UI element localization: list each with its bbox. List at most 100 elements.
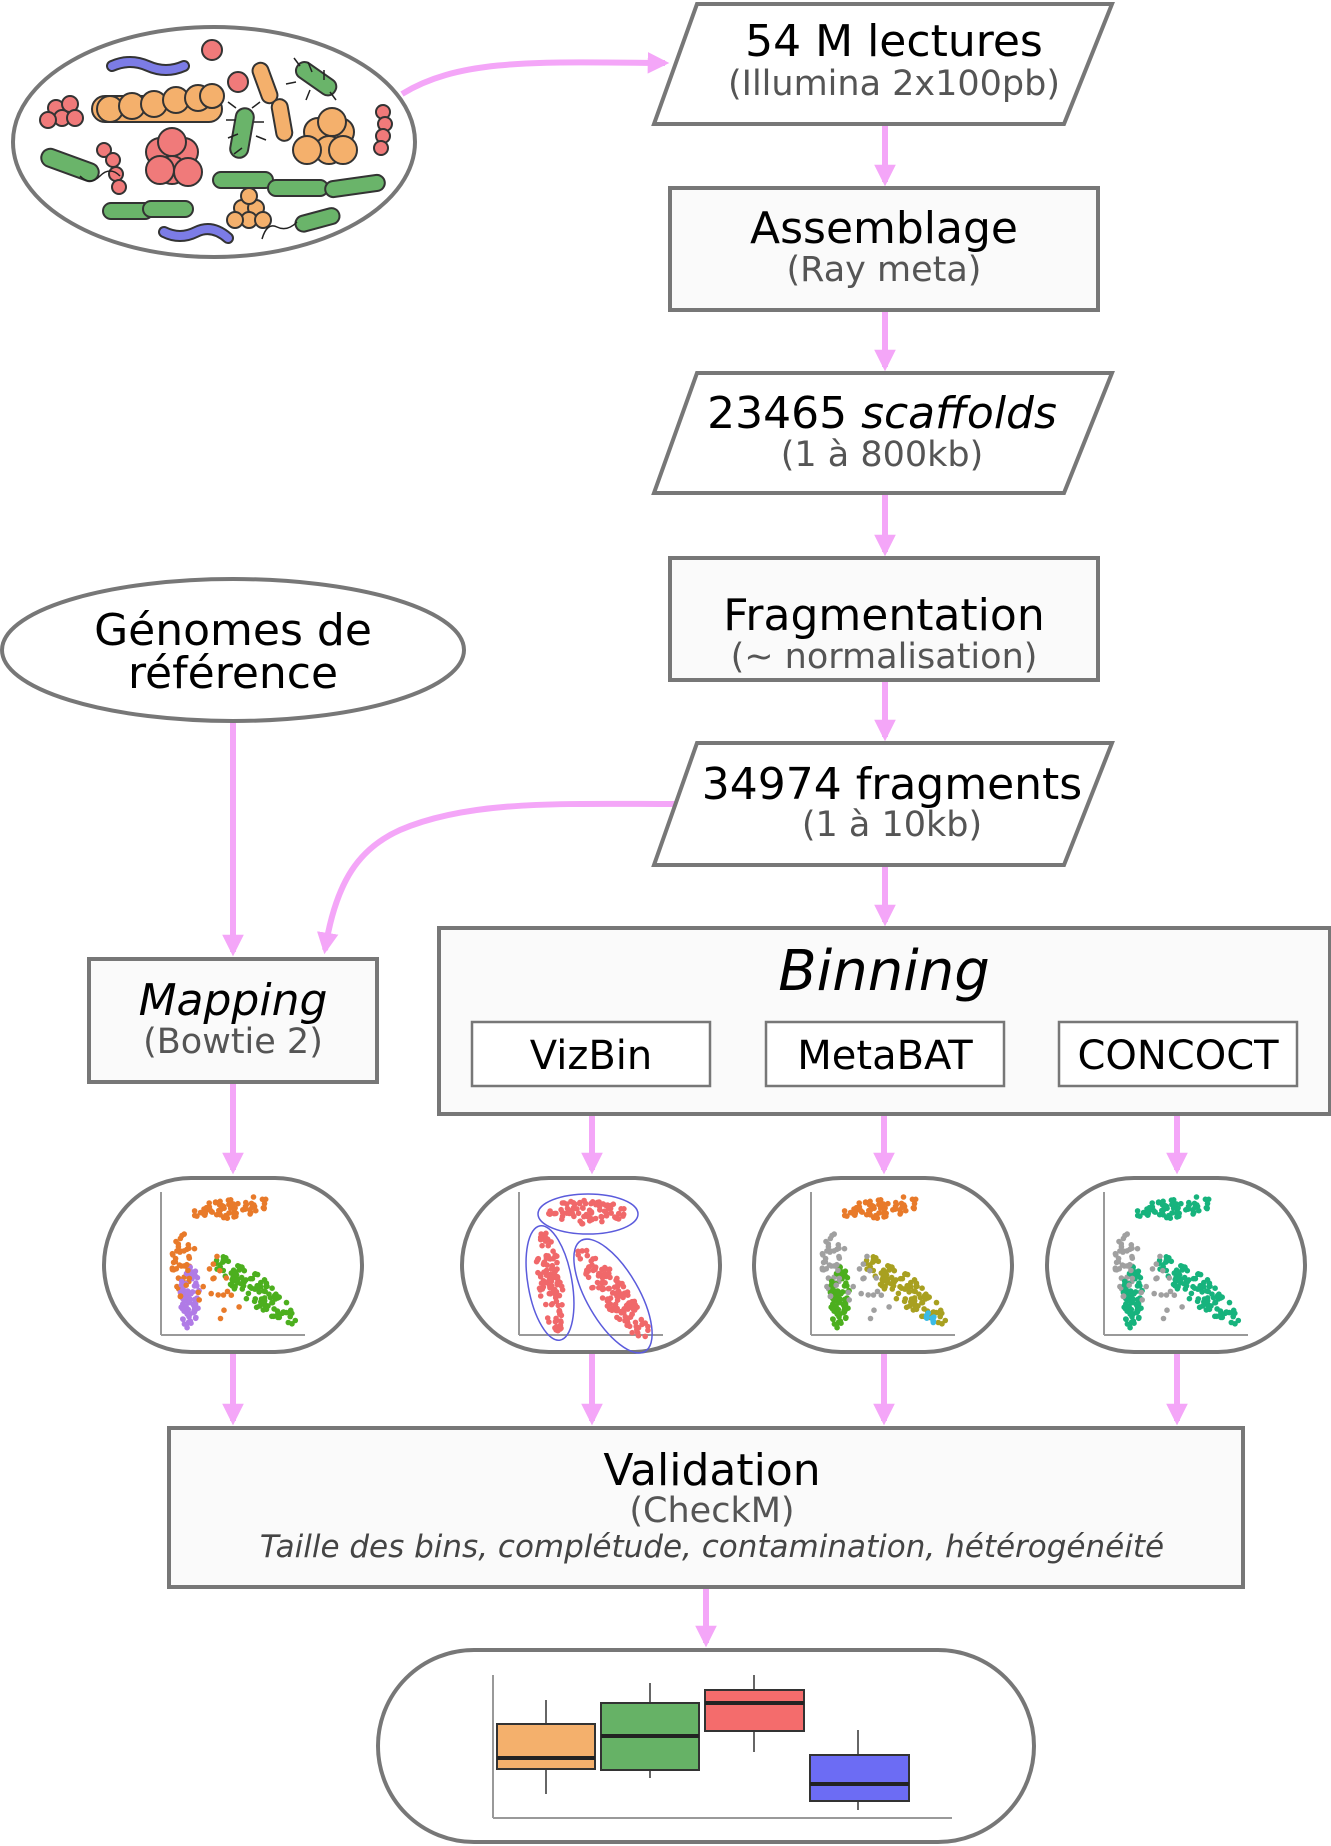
scatter-point — [858, 1290, 864, 1297]
scatter-point — [589, 1216, 595, 1223]
scatter-point — [264, 1283, 270, 1290]
scatter-point — [1128, 1267, 1134, 1274]
scatter-point — [253, 1207, 259, 1214]
scatter-point — [1129, 1253, 1135, 1260]
scatter-point — [242, 1203, 249, 1210]
scatter-point — [858, 1208, 864, 1215]
scatter-point — [841, 1212, 848, 1219]
scatter-point — [256, 1303, 263, 1309]
scatter-point — [1127, 1288, 1133, 1294]
scatter-point — [1181, 1274, 1188, 1281]
scatter-point — [612, 1301, 619, 1308]
reads-node: 54 M lectures (Illumina 2x100pb) — [651, 2, 1115, 126]
scatter-point — [596, 1270, 602, 1277]
reads-title: 54 M lectures — [745, 16, 1043, 67]
fragments-title: 34974 fragments — [702, 759, 1082, 810]
scatter-point — [880, 1201, 886, 1207]
scatter-point — [614, 1283, 621, 1290]
scatter-point — [585, 1267, 591, 1274]
scatter-point — [600, 1201, 606, 1207]
scaffolds-title: 23465 scaffolds — [707, 388, 1057, 439]
validation-metrics: Taille des bins, complétude, contaminati… — [260, 1529, 1164, 1565]
scatter-point — [900, 1194, 907, 1200]
scatter-point — [1151, 1290, 1157, 1297]
scatter-point — [879, 1283, 885, 1289]
scatter-point — [924, 1315, 930, 1321]
scatter-point — [243, 1277, 249, 1283]
scatter-point — [603, 1210, 609, 1216]
scatter-point — [853, 1204, 860, 1211]
scatter-point — [1121, 1263, 1128, 1269]
scatter-point — [248, 1209, 254, 1216]
scatter-point — [187, 1296, 194, 1303]
scatter-point — [220, 1292, 227, 1298]
scatter-point — [898, 1209, 904, 1216]
scatter-point — [1158, 1292, 1164, 1298]
mapping-title: Mapping — [139, 975, 328, 1026]
scatter-point — [1128, 1242, 1135, 1248]
scatter-plot-vizbin — [460, 1176, 722, 1354]
scatter-point — [552, 1294, 559, 1301]
scatter-point — [633, 1323, 639, 1330]
scatter-point — [592, 1266, 598, 1273]
scatter-point — [1130, 1296, 1137, 1303]
box-red — [704, 1689, 805, 1732]
scatter-point — [585, 1213, 591, 1220]
scatter-point — [607, 1301, 614, 1307]
scatter-point — [1135, 1307, 1141, 1314]
scatter-point — [597, 1207, 603, 1213]
scatter-point — [269, 1285, 275, 1291]
scatter-point — [592, 1255, 599, 1262]
scatter-point — [615, 1210, 622, 1217]
scatter-point — [1182, 1264, 1188, 1270]
scatter-point — [624, 1317, 630, 1323]
scatter-point — [862, 1199, 869, 1205]
scatter-point — [217, 1198, 223, 1205]
scatter-plot-icon — [169, 1194, 299, 1331]
scatter-point — [882, 1269, 888, 1275]
scatter-point — [195, 1289, 202, 1296]
scatter-point — [842, 1268, 849, 1274]
scatter-point — [269, 1300, 275, 1306]
scatter-point — [260, 1288, 267, 1294]
scatter-point — [1188, 1290, 1195, 1297]
scatter-point — [911, 1205, 917, 1212]
scatter-point — [212, 1199, 219, 1205]
scatter-point — [549, 1289, 556, 1296]
scatter-point — [864, 1253, 870, 1260]
scatter-point — [819, 1250, 826, 1257]
validation-subtitle: (CheckM) — [629, 1491, 794, 1531]
scatter-point — [837, 1296, 844, 1303]
scatter-point — [600, 1286, 607, 1292]
scatter-point — [577, 1199, 583, 1206]
scatter-point — [192, 1296, 198, 1303]
scatter-point — [901, 1298, 908, 1305]
scatter-point — [1160, 1267, 1166, 1274]
scatter-point — [1172, 1283, 1178, 1289]
scatter-point — [263, 1306, 270, 1313]
scatter-point — [1173, 1201, 1179, 1207]
scatter-point — [555, 1302, 561, 1309]
scatter-point — [874, 1288, 881, 1295]
scatter-point — [261, 1200, 268, 1207]
scatter-plot-icon — [819, 1194, 949, 1331]
scatter-point — [860, 1261, 867, 1267]
scatter-point — [1204, 1295, 1211, 1301]
scatter-point — [1159, 1208, 1166, 1215]
scatter-point — [1181, 1281, 1187, 1287]
scatter-point — [1204, 1200, 1211, 1207]
scatter-point — [868, 1204, 875, 1210]
scatter-point — [1122, 1232, 1128, 1239]
fragmentation-node: Fragmentation (~ normalisation) — [668, 556, 1100, 682]
scatter-point — [173, 1238, 179, 1245]
scatter-point — [217, 1267, 223, 1274]
tool-metabat: MetaBAT — [764, 1020, 1006, 1088]
scatter-point — [1153, 1275, 1159, 1282]
scatter-point — [598, 1213, 604, 1220]
scatter-point — [1149, 1200, 1155, 1206]
scatter-point — [228, 1292, 235, 1298]
scatter-point — [841, 1245, 848, 1252]
scatter-point — [266, 1291, 272, 1297]
scatter-point — [825, 1243, 832, 1250]
